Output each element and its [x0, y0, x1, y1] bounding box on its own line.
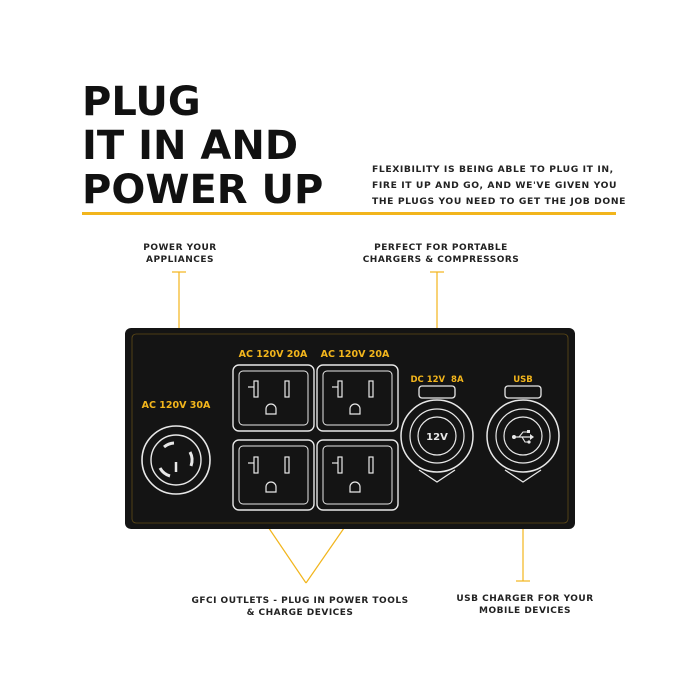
gfci-outlet-bottom-left: [232, 439, 315, 511]
callout-gfci-line-2: & CHARGE DEVICES: [246, 608, 354, 618]
dc-label: DC 12V 8A: [410, 375, 463, 385]
tagline-line-3: THE PLUGS YOU NEED TO GET THE JOB DONE: [372, 196, 626, 207]
headline-line-3: POWER UP: [82, 167, 324, 213]
dc-12v-socket-icon: [400, 385, 474, 483]
divider-rule: [82, 212, 616, 215]
control-panel-inset: [131, 333, 569, 524]
twistlock-label: AC 120V 30A: [142, 400, 211, 411]
headline-line-2: IT IN AND: [82, 123, 299, 169]
callout-appliances-line-2: APPLIANCES: [146, 255, 214, 265]
callout-usb-line-1: USB CHARGER FOR YOUR: [456, 594, 594, 604]
callout-gfci-line-1: GFCI OUTLETS - PLUG IN POWER TOOLS: [191, 596, 409, 606]
gfci-outlet-top-right: [316, 364, 399, 432]
callout-usb-line-2: MOBILE DEVICES: [479, 606, 571, 616]
gfci-left-label: AC 120V 20A: [239, 349, 308, 360]
gfci-right-label: AC 120V 20A: [321, 349, 390, 360]
headline-line-1: PLUG: [82, 79, 201, 125]
headline: PLUG IT IN AND POWER UP: [82, 80, 323, 212]
gfci-outlet-bottom-right: [316, 439, 399, 511]
usb-charger-socket: [486, 385, 560, 483]
twist-lock-outlet-icon: [141, 425, 211, 495]
usb-icon: [512, 430, 534, 444]
callout-appliances: POWER YOUR APPLIANCES: [120, 242, 240, 266]
callout-usb: USB CHARGER FOR YOUR MOBILE DEVICES: [440, 593, 610, 617]
gfci-outlet-top-left: [232, 364, 315, 432]
callout-portable-line-2: CHARGERS & COMPRESSORS: [362, 255, 520, 265]
callout-gfci: GFCI OUTLETS - PLUG IN POWER TOOLS & CHA…: [190, 595, 410, 619]
dc-socket-text: 12V: [426, 432, 448, 443]
callout-portable-line-1: PERFECT FOR PORTABLE: [374, 243, 508, 253]
tagline-line-1: FLEXIBILITY IS BEING ABLE TO PLUG IT IN,: [372, 164, 614, 175]
tagline-line-2: FIRE IT UP AND GO, AND WE'VE GIVEN YOU: [372, 180, 618, 191]
callout-appliances-line-1: POWER YOUR: [143, 243, 217, 253]
callout-portable: PERFECT FOR PORTABLE CHARGERS & COMPRESS…: [346, 242, 536, 266]
control-panel: [125, 328, 575, 529]
usb-label: USB: [513, 375, 533, 385]
tagline: FLEXIBILITY IS BEING ABLE TO PLUG IT IN,…: [372, 162, 672, 210]
